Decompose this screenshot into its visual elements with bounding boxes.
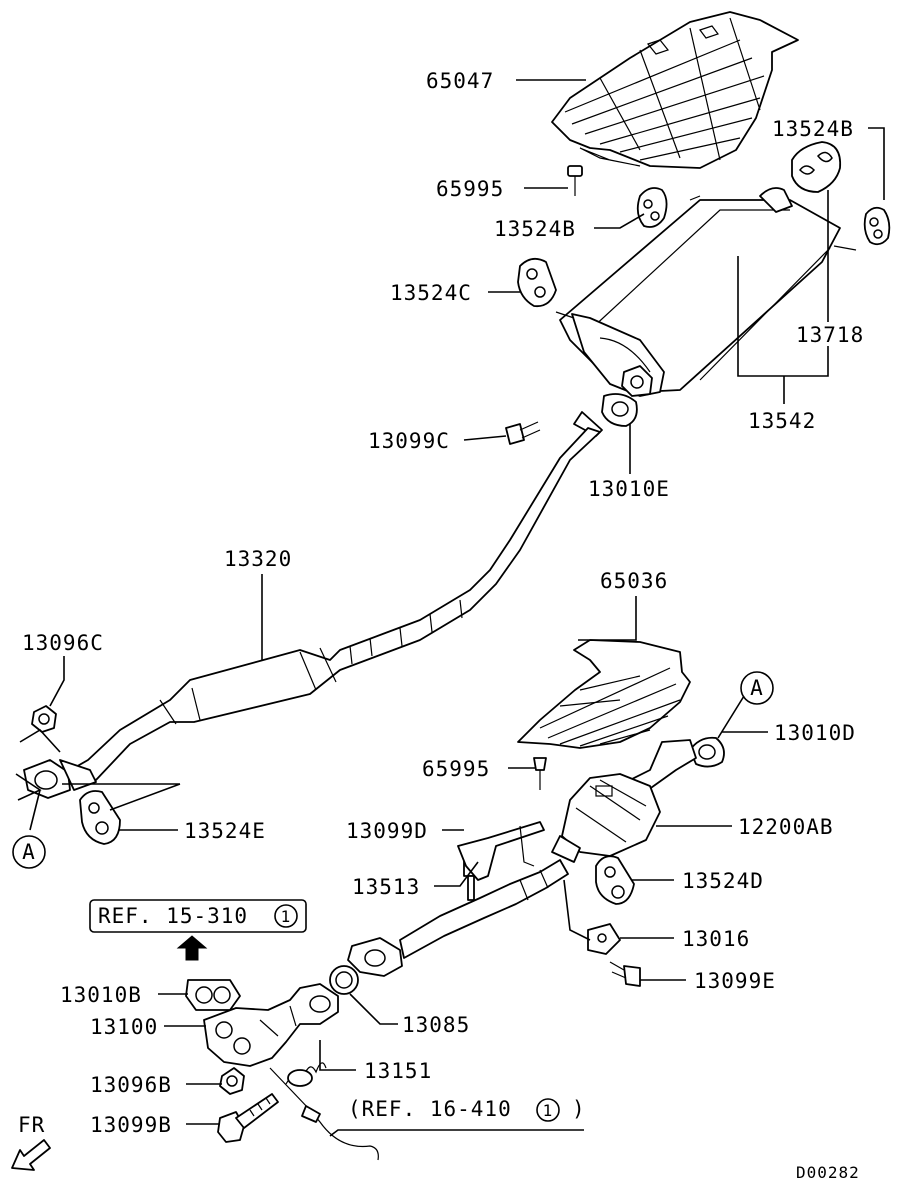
label-13010e: 13010E	[588, 477, 670, 501]
label-13151: 13151	[364, 1059, 432, 1083]
leader-lines	[49, 79, 885, 1125]
svg-text:REF. 15-310: REF. 15-310	[98, 904, 248, 928]
sensor-wire	[269, 1067, 379, 1161]
label-13718: 13718	[796, 323, 864, 347]
label-65047: 65047	[426, 69, 494, 93]
label-13099b: 13099B	[90, 1113, 172, 1137]
label-13016: 13016	[682, 927, 750, 951]
gasket-13010b[interactable]	[185, 979, 241, 1011]
callout-a-lower: A	[12, 835, 46, 869]
label-13010d: 13010D	[774, 721, 856, 745]
svg-text:FR: FR	[18, 1113, 45, 1137]
gasket-13010d[interactable]	[689, 736, 725, 768]
heat-shield-rear[interactable]	[551, 11, 799, 169]
nut-13096b[interactable]	[219, 1067, 245, 1095]
label-13524d: 13524D	[682, 869, 764, 893]
diagram-id: D00282	[796, 1163, 860, 1182]
label-13524b-left: 13524B	[494, 217, 576, 241]
bracket-13513[interactable]	[457, 821, 545, 881]
callout-a-upper: A	[740, 671, 774, 705]
label-13320: 13320	[224, 547, 292, 571]
label-13524c: 13524C	[390, 281, 472, 305]
hanger-b-left[interactable]	[636, 187, 668, 228]
bracket-13718[interactable]	[791, 141, 842, 193]
catalytic-converter[interactable]	[551, 739, 697, 863]
hanger-e[interactable]	[79, 790, 121, 845]
label-65036: 65036	[600, 569, 668, 593]
bolt-13099e[interactable]	[609, 961, 641, 987]
label-13524b-right: 13524B	[772, 117, 854, 141]
svg-text:1: 1	[281, 907, 292, 926]
label-13085: 13085	[402, 1013, 470, 1037]
label-13513: 13513	[352, 875, 420, 899]
gasket-13010e[interactable]	[601, 393, 638, 427]
svg-text:1: 1	[543, 1101, 554, 1120]
callout-lines-a	[15, 728, 181, 831]
svg-text:A: A	[750, 676, 764, 700]
label-13099e: 13099E	[694, 969, 776, 993]
bolt-13099b[interactable]	[217, 1093, 279, 1143]
spring-13151[interactable]	[285, 1062, 327, 1087]
label-13099c: 13099C	[368, 429, 450, 453]
hanger-c[interactable]	[517, 257, 557, 308]
part-labels: 65047 13524B 65995 13524B 13524C 13718 1…	[22, 69, 864, 1182]
label-13100: 13100	[90, 1015, 158, 1039]
svg-text:): )	[572, 1097, 586, 1121]
center-pipe[interactable]	[23, 411, 603, 799]
bracket-13016[interactable]	[587, 923, 621, 955]
intermediate-pipe[interactable]	[347, 859, 569, 977]
main-muffler[interactable]	[555, 187, 857, 397]
label-13096b: 13096B	[90, 1073, 172, 1097]
svg-text:A: A	[22, 840, 36, 864]
front-direction-indicator: FR	[11, 1113, 51, 1171]
reference-box-top[interactable]: REF. 15-310 1	[89, 899, 307, 933]
arrow-down-left-icon	[11, 1139, 51, 1171]
label-13524e: 13524E	[184, 819, 266, 843]
bolt-13099c[interactable]	[505, 421, 541, 445]
arrow-up-icon	[176, 935, 208, 961]
label-13542: 13542	[748, 409, 816, 433]
front-pipe[interactable]	[203, 983, 339, 1067]
heat-shield-front[interactable]	[517, 639, 691, 749]
label-12200ab: 12200AB	[738, 815, 834, 839]
svg-text:(REF. 16-410: (REF. 16-410	[348, 1097, 512, 1121]
hanger-d[interactable]	[595, 855, 635, 905]
label-13010b: 13010B	[60, 983, 142, 1007]
label-13099d: 13099D	[346, 819, 428, 843]
clip-lower[interactable]	[533, 757, 547, 790]
reference-box-bottom[interactable]: (REF. 16-410 1 )	[329, 1097, 586, 1137]
label-65995-lower: 65995	[422, 757, 490, 781]
label-13096c: 13096C	[22, 631, 104, 655]
ring-13085[interactable]	[329, 965, 359, 995]
hanger-b-right[interactable]	[863, 206, 891, 246]
nut-13096c[interactable]	[31, 705, 57, 733]
label-65995-upper: 65995	[436, 177, 504, 201]
clip-upper[interactable]	[567, 165, 583, 196]
